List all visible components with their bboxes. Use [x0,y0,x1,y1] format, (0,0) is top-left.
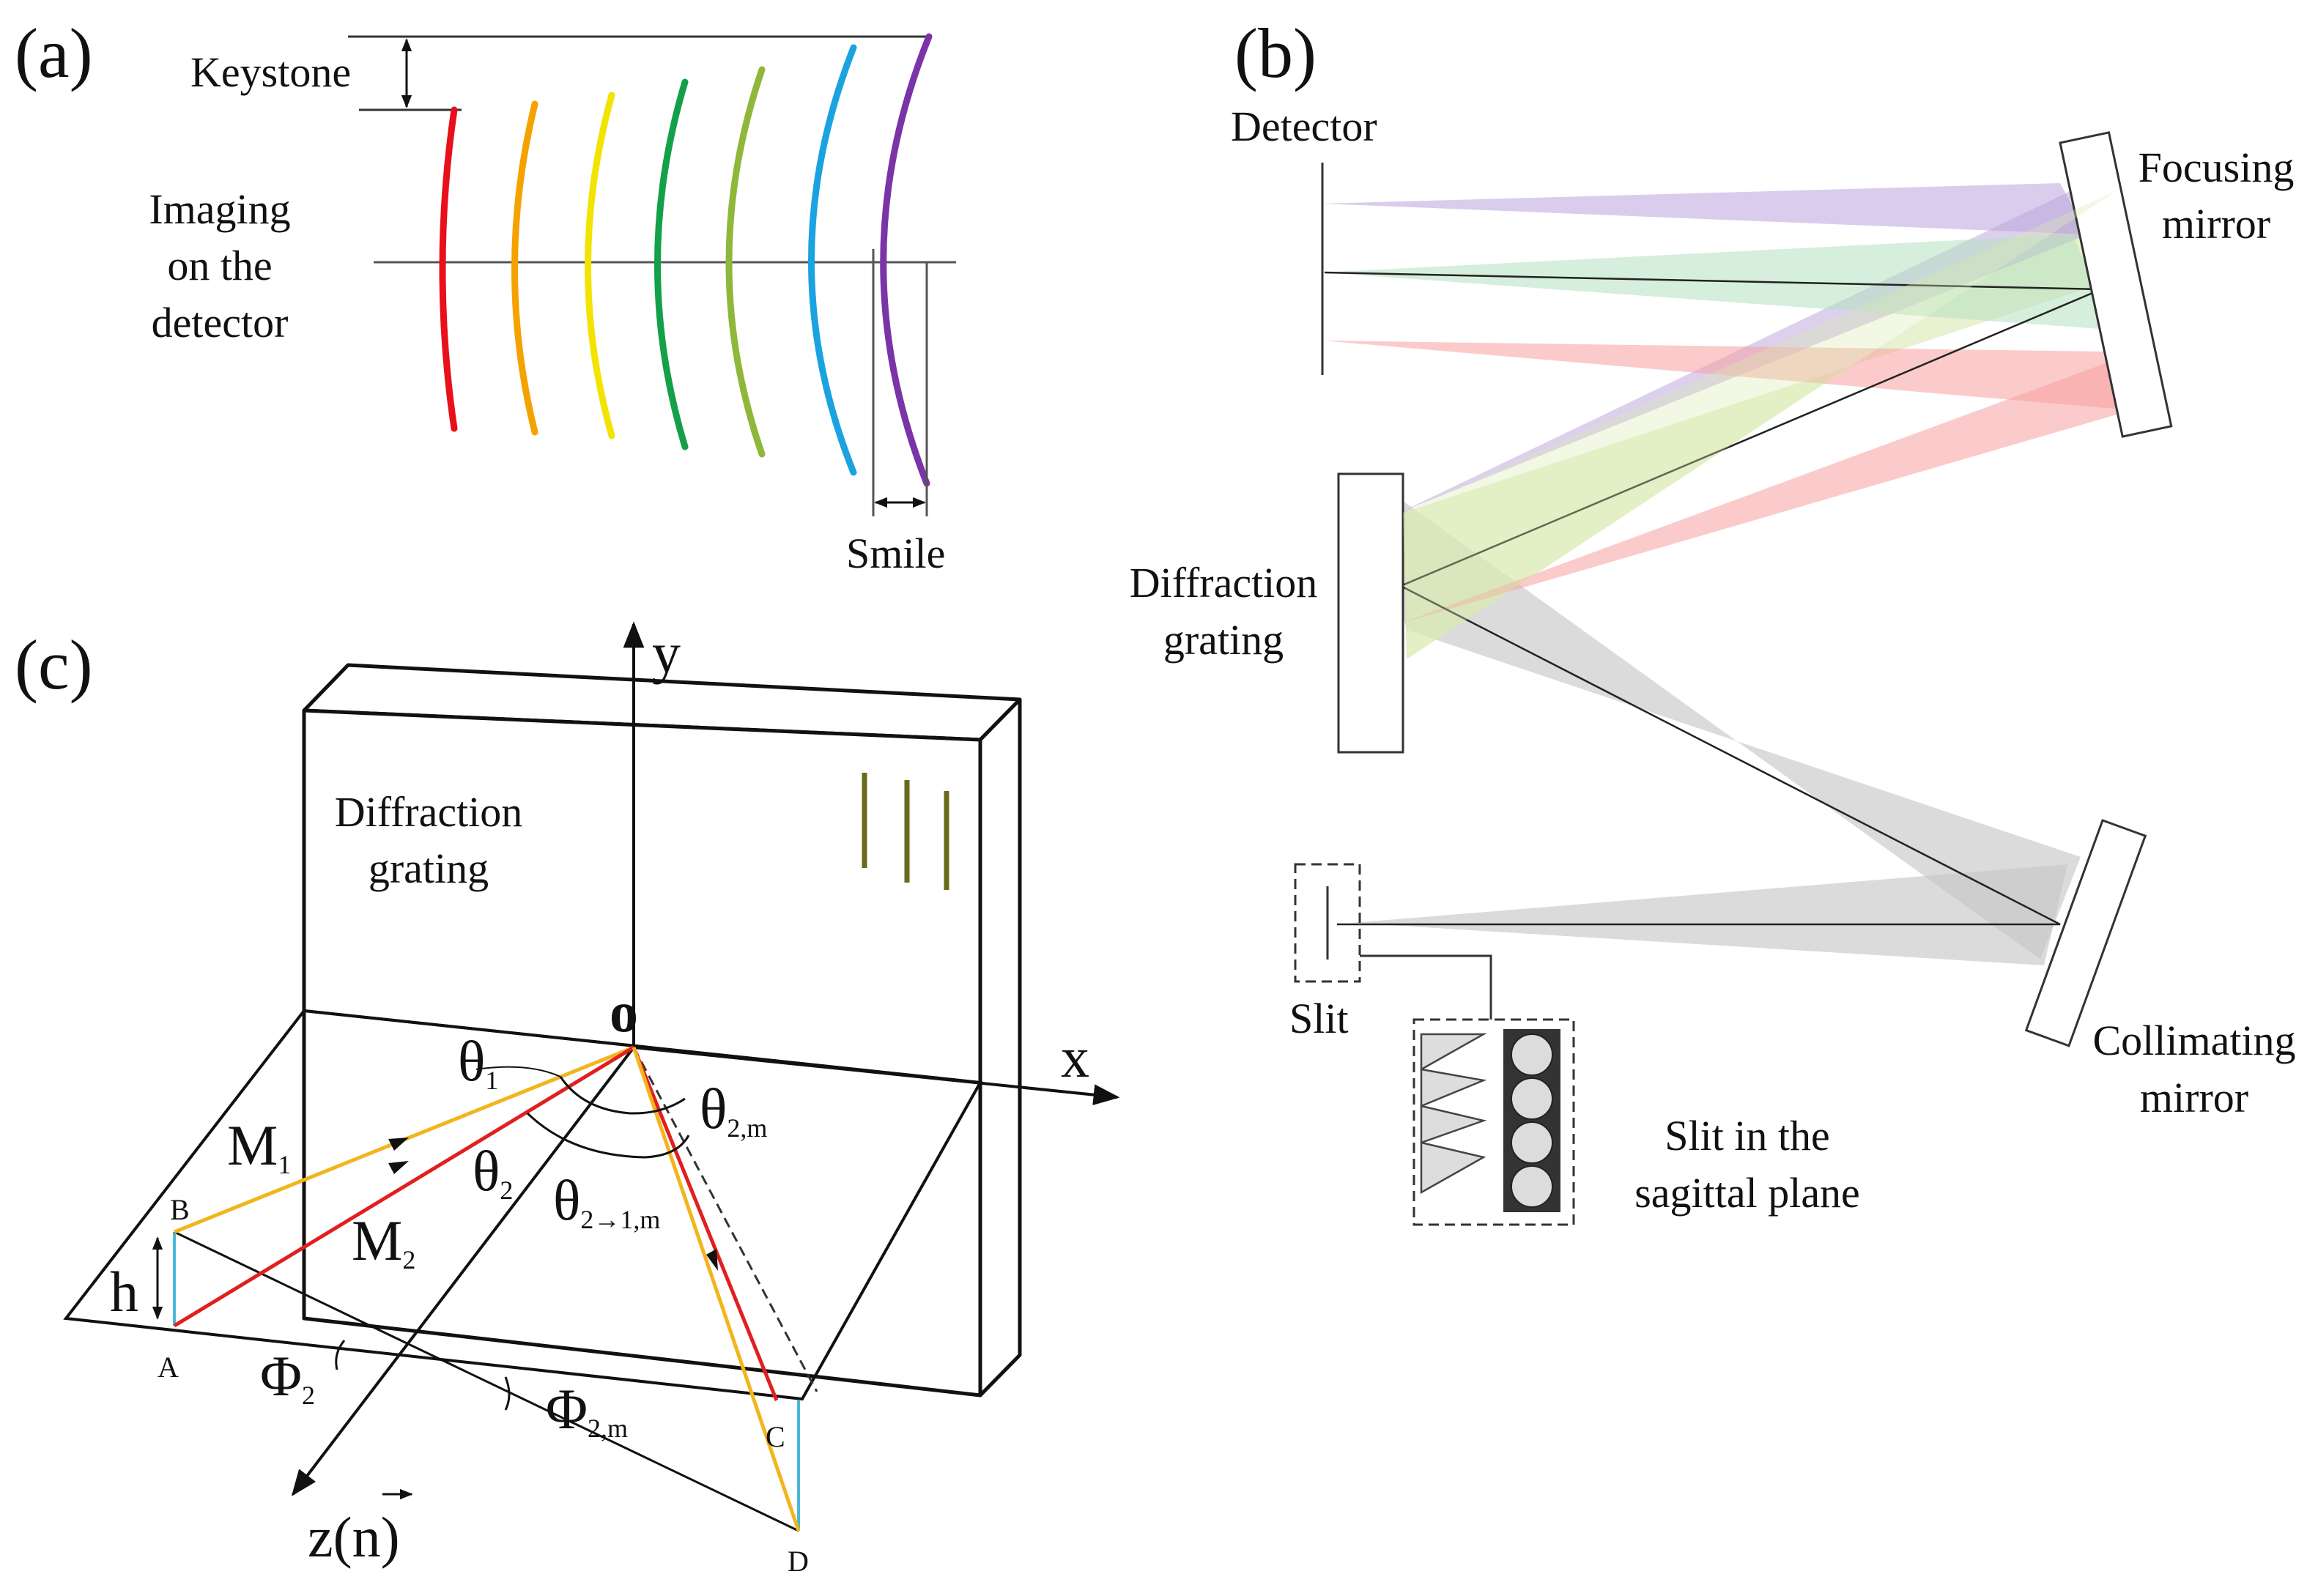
theta2-label: θ2 [473,1139,513,1205]
panel-a: (a) Keystone Imaging on the detector Smi… [15,14,956,577]
sagittal-label-1: Slit in the [1665,1112,1830,1159]
theta2-arc [526,1112,690,1159]
detector-label: Detector [1231,103,1377,150]
h-label: h [110,1260,138,1324]
spectral-line-3 [585,92,615,439]
z-axis [291,1046,635,1496]
imaging-label-2: on the [167,242,272,289]
violet-beam [1322,183,2088,234]
spectral-line-6 [808,44,857,476]
x-axis-label: x [1061,1025,1089,1089]
diffraction-grating-block [1337,472,1404,754]
ray-oC-red [632,1047,779,1401]
gray-beam-slit [1352,864,2067,965]
spectral-lines [439,33,933,487]
grating-rulings [862,773,949,890]
panel-c-tag: (c) [15,626,93,704]
spectral-line-7 [880,33,933,487]
phi2m-label: Φ2,m [546,1377,628,1443]
green-beam [1322,234,2110,330]
gray-beam-to-collimator [1369,476,2081,960]
x-axis [633,1046,1120,1106]
theta1-label: θ1 [458,1029,498,1095]
point-A: A [158,1351,179,1384]
spectral-line-5 [725,66,766,458]
ray-oD-yellow [632,1047,801,1532]
m2-label: M2 [352,1209,415,1274]
line-dashed-oD [632,1047,818,1392]
panel-a-tag: (a) [15,14,93,92]
smile-label: Smile [846,530,945,577]
focusing-label-2: mirror [2162,200,2270,248]
theta21m-label: θ2→1,m [553,1168,660,1234]
keystone-label: Keystone [190,48,351,96]
collimating-mirror [2024,819,2147,1047]
grating-3d-block [302,663,1022,1398]
collimating-label-1: Collimating [2092,1017,2295,1064]
y-axis-label: y [652,621,681,685]
panel-b: (b) Detector Focusing mirror Diffraction… [1130,14,2296,1226]
point-C: C [766,1420,785,1453]
yellowgreen-beam [1403,190,2117,659]
spectral-line-4 [654,78,689,450]
origin-label: o [610,980,638,1044]
collimating-label-2: mirror [2140,1074,2248,1121]
point-D: D [788,1545,809,1578]
theta2m-arc [633,1097,686,1115]
grating-label-c1: Diffraction [335,788,523,836]
slit-box [1294,863,1361,983]
grating-label-1: Diffraction [1130,559,1318,606]
spectral-line-1 [439,106,458,432]
lens-array [1511,1033,1553,1208]
slit-label: Slit [1289,995,1349,1042]
red-beam [1322,341,2132,410]
z-axis-label: z(n) [308,1505,400,1569]
panel-c: (c) Diffraction grating y x z(n) o [15,621,1120,1578]
focusing-mirror [2059,131,2173,438]
prism-array [1420,1033,1487,1195]
panel-b-tag: (b) [1234,14,1317,92]
line-BD [174,1231,799,1532]
beams [1322,183,2132,965]
imaging-label-1: Imaging [149,185,290,233]
grating-label-c2: grating [369,845,489,892]
theta1-arc [559,1076,634,1115]
sagittal-label-2: sagittal plane [1634,1169,1860,1217]
imaging-label-3: detector [152,299,289,346]
focusing-label-1: Focusing [2139,144,2295,191]
theta2m-label: θ2,m [700,1077,767,1143]
red-beam-return [1403,359,2132,623]
point-B: B [170,1193,190,1226]
spectral-line-2 [511,100,538,436]
ray-m2 [173,1045,635,1328]
m1-label: M1 [227,1113,291,1179]
grating-label-2: grating [1163,616,1284,664]
phi2-label: Φ2 [260,1344,315,1410]
